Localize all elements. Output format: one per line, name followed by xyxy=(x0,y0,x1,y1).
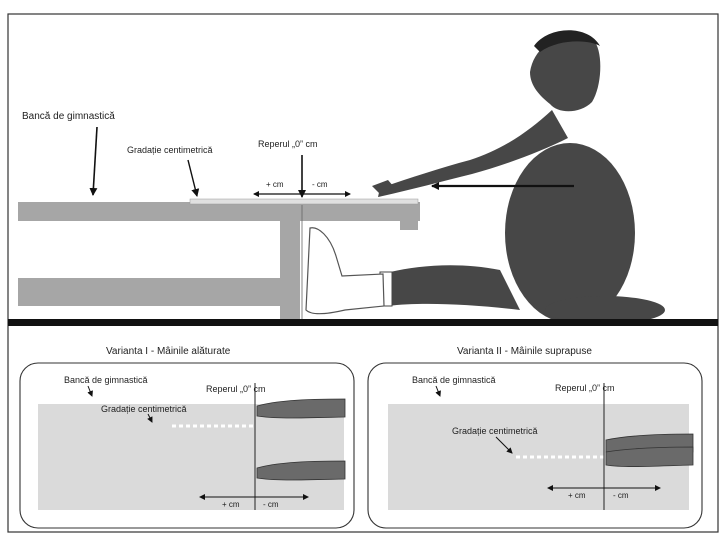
panel-variant-1-title: Varianta I - Mâinile alăturate xyxy=(106,346,230,357)
panel-variant-1-reference-label: Reperul „0” cm xyxy=(206,384,266,394)
top-bench-label: Bancă de gimnastică xyxy=(22,111,115,122)
panel-variant-2-minus-cm: - cm xyxy=(613,491,629,500)
top-reference-label: Reperul „0” cm xyxy=(258,139,318,149)
panel-variant-2-plus-cm: + cm xyxy=(568,491,586,500)
panel-variant-2-hand-bottom xyxy=(606,447,693,467)
panel-variant-1-minus-cm: - cm xyxy=(263,500,279,509)
panel-variant-2-scale-label: Gradație centimetrică xyxy=(452,426,538,436)
panel-variant-2-title: Varianta II - Mâinile suprapuse xyxy=(457,346,592,357)
panel-variant-1-bench xyxy=(38,404,344,510)
top-minus-cm: - cm xyxy=(312,180,328,189)
bench-pointer-arrow xyxy=(93,127,97,195)
panel-variant-1-scale-label: Gradație centimetrică xyxy=(101,404,187,414)
seated-person xyxy=(306,30,665,324)
foot xyxy=(306,228,384,314)
panel-variant-1-bench-label: Bancă de gimnastică xyxy=(64,375,148,385)
panel-variant-2-bench-label: Bancă de gimnastică xyxy=(412,375,496,385)
section-divider xyxy=(8,319,718,326)
top-scale-label: Gradație centimetrică xyxy=(127,145,213,155)
centimeter-scale-strip xyxy=(190,199,418,204)
scale-pointer-arrow xyxy=(188,160,197,196)
panel-variant-1-plus-cm: + cm xyxy=(222,500,240,509)
top-plus-cm: + cm xyxy=(266,180,284,189)
panel-variant-2-reference-label: Reperul „0” cm xyxy=(555,383,615,393)
